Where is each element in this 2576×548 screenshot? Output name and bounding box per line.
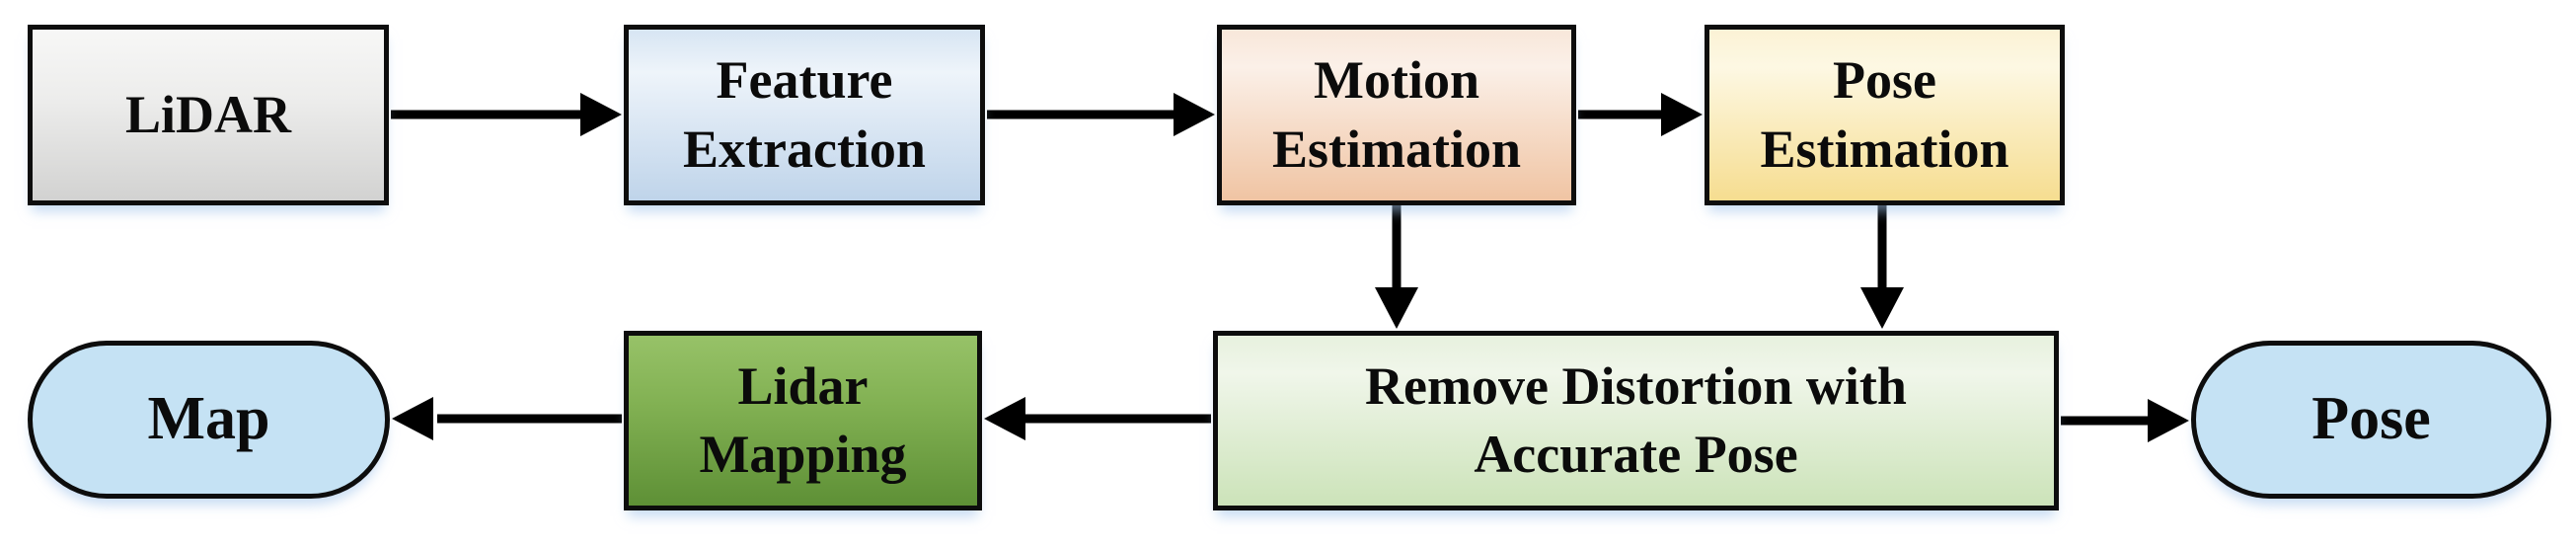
node-pose-estimation: Pose Estimation [1705, 25, 2065, 205]
node-remove-distortion-label: Remove Distortion with Accurate Pose [1365, 355, 1907, 484]
edge-lidar-mapping-to-map [392, 397, 622, 440]
edge-motion-estimation-to-remove-distortion [1375, 203, 1418, 329]
edge-motion-estimation-to-pose-estimation [1578, 93, 1703, 136]
node-pose: Pose [2191, 341, 2551, 499]
node-feature-extraction-label: Feature Extraction [683, 50, 926, 179]
node-feature-extraction: Feature Extraction [624, 25, 985, 205]
edge-feature-extraction-to-motion-estimation [987, 93, 1215, 136]
edge-remove-distortion-to-pose [2061, 399, 2189, 442]
node-motion-estimation-label: Motion Estimation [1271, 50, 1522, 179]
edge-pose-estimation-to-remove-distortion [1860, 203, 1904, 329]
node-lidar-mapping-label: Lidar Mapping [699, 355, 907, 484]
edge-lidar-to-feature-extraction [391, 93, 622, 136]
edge-remove-distortion-to-lidar-mapping [984, 397, 1211, 440]
node-motion-estimation: Motion Estimation [1217, 25, 1576, 205]
node-map-label: Map [147, 385, 270, 453]
node-map: Map [28, 341, 390, 499]
node-pose-label: Pose [2311, 385, 2431, 453]
node-lidar: LiDAR [28, 25, 389, 205]
node-lidar-mapping: Lidar Mapping [624, 331, 982, 510]
node-remove-distortion: Remove Distortion with Accurate Pose [1213, 331, 2059, 510]
node-pose-estimation-label: Pose Estimation [1760, 50, 2009, 179]
node-lidar-label: LiDAR [124, 84, 291, 144]
